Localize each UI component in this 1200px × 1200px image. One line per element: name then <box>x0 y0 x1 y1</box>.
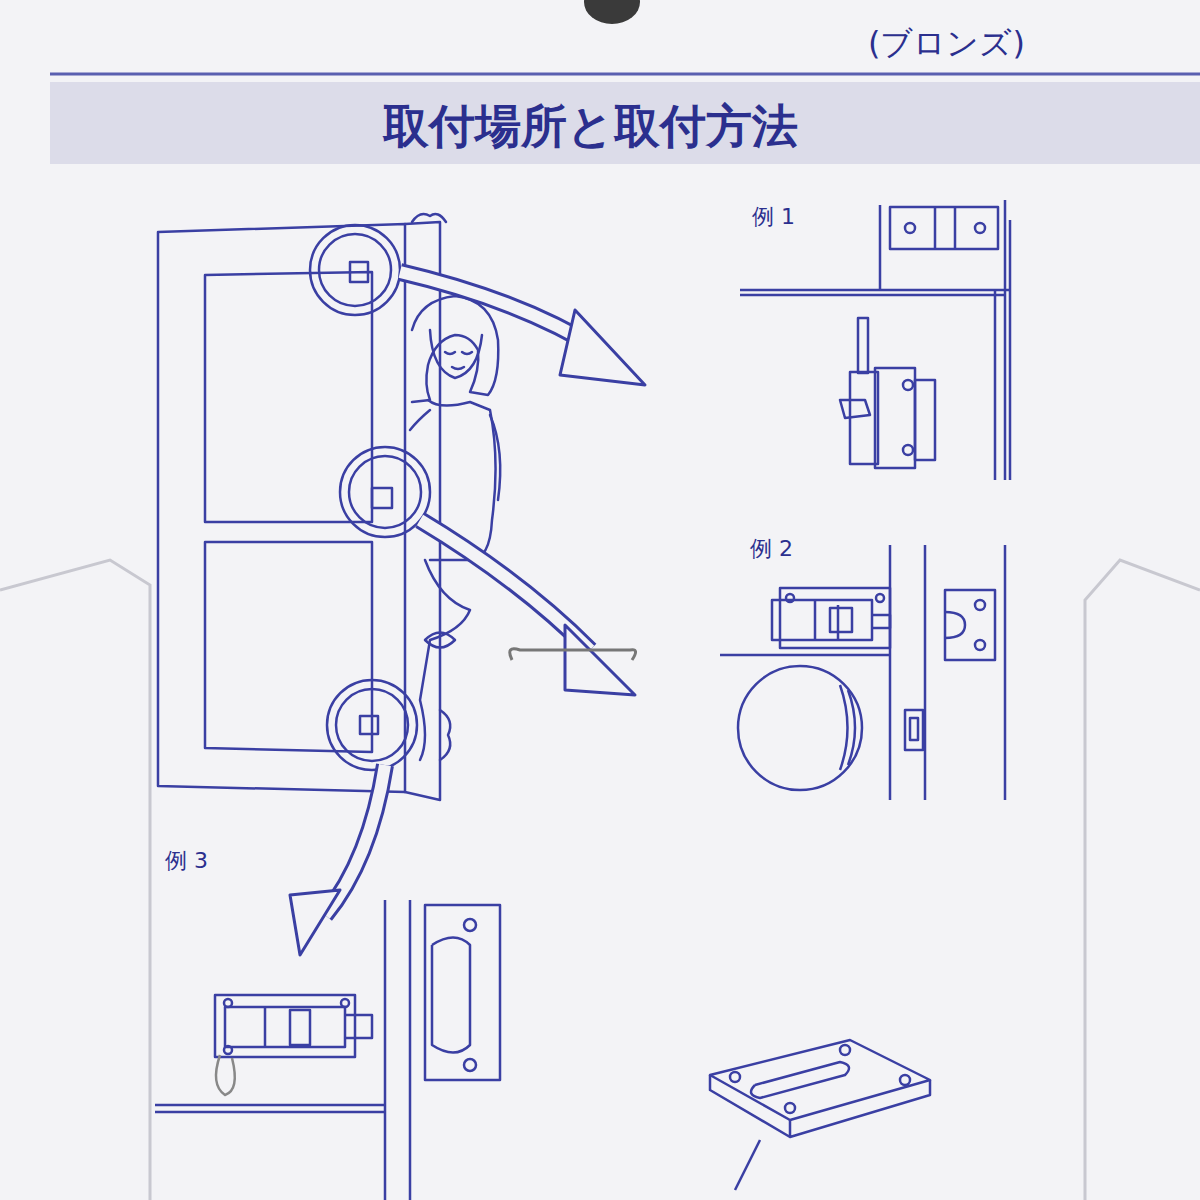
example-1-latch <box>740 200 1010 480</box>
door <box>158 214 450 800</box>
hang-hole <box>584 0 640 24</box>
top-rule <box>50 73 1200 76</box>
example-2-bolt <box>720 545 1005 800</box>
spacer-plate <box>710 1040 930 1190</box>
example-label: 例 1 <box>752 202 795 232</box>
example-label: 例 3 <box>165 846 208 876</box>
example-label: 例 2 <box>750 534 793 564</box>
finish-note: (ブロンズ) <box>868 22 1025 66</box>
title-band <box>50 82 1200 164</box>
location-circles <box>310 225 430 770</box>
plastic-sleeve <box>0 560 1200 1200</box>
staple <box>510 649 636 660</box>
section-title: 取付場所と取付方法 <box>383 96 798 158</box>
pointer-arrows <box>290 272 645 955</box>
example-3-bolt <box>155 900 500 1200</box>
